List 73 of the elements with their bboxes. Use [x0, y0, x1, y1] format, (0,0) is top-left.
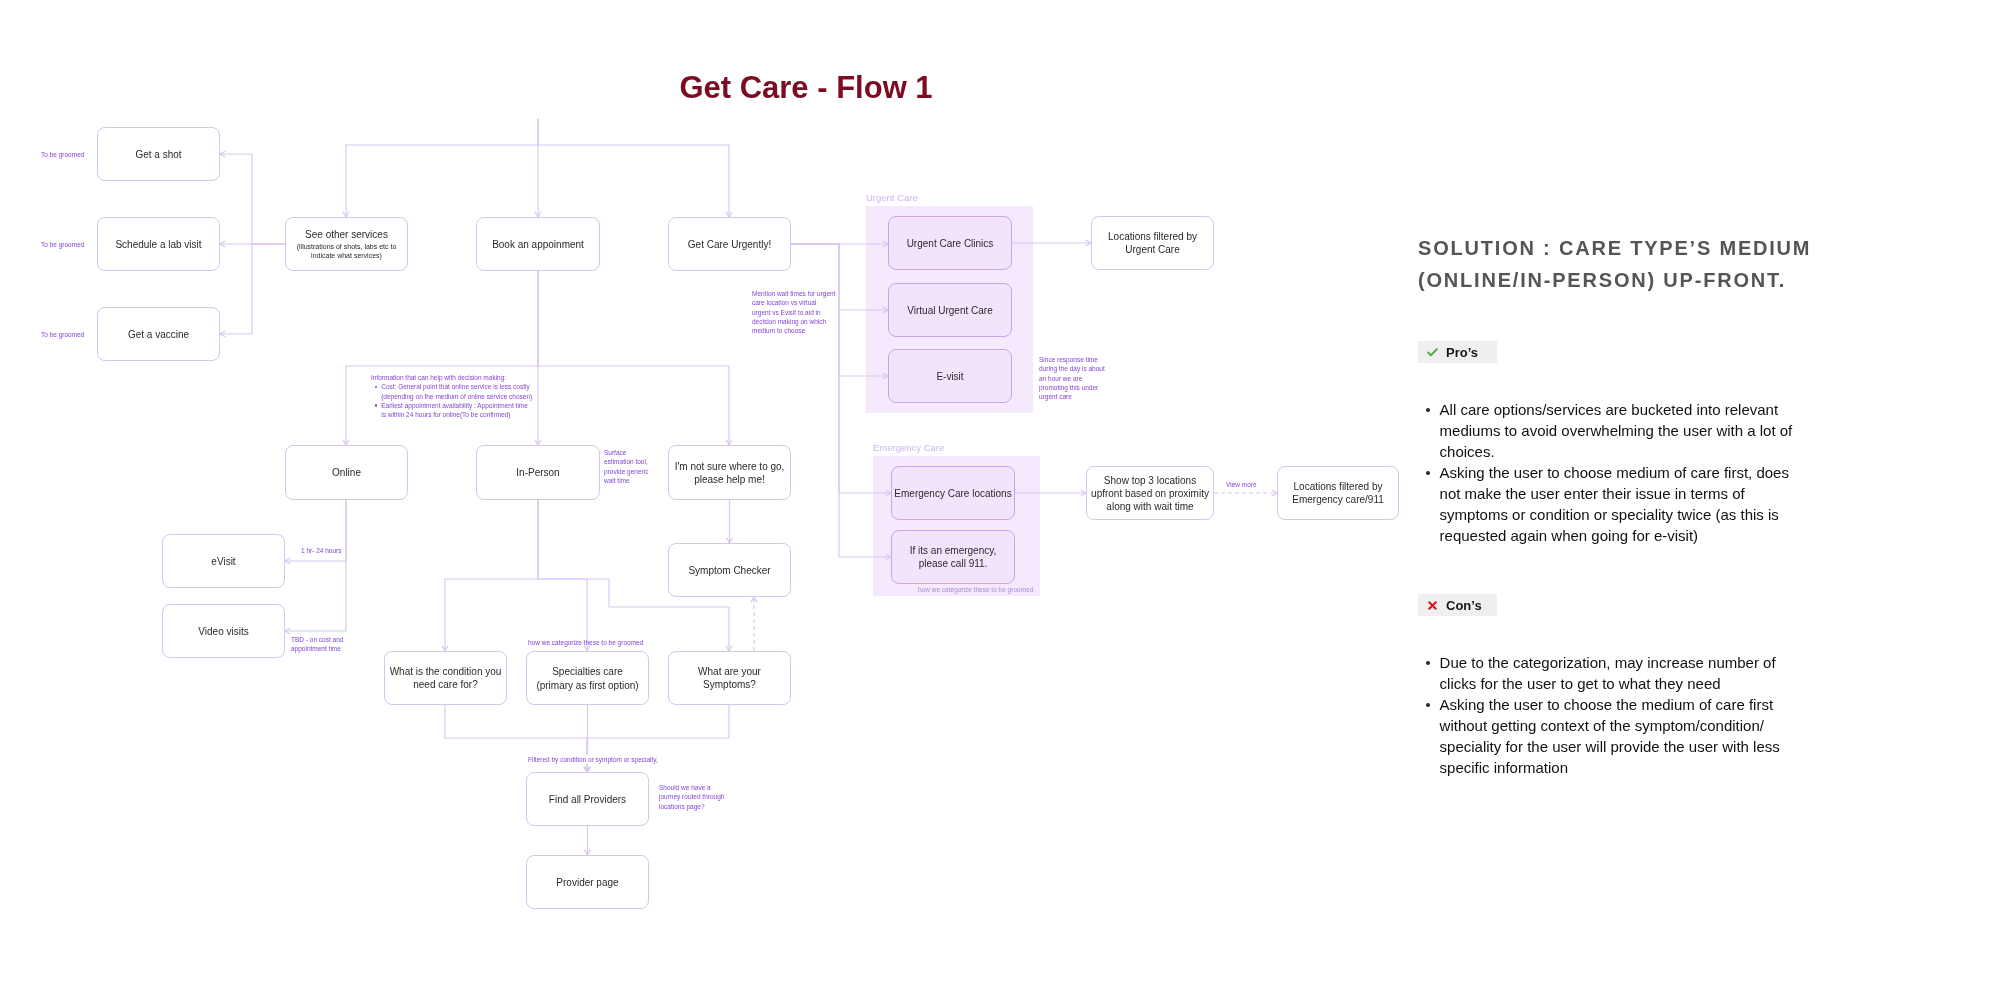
node-label: What is the condition you need care for?	[388, 665, 503, 691]
process-box	[1091, 216, 1214, 270]
node-label: Schedule a lab visit	[115, 237, 202, 251]
arrow	[1011, 239, 1092, 247]
node-label: What are your Symptoms?	[697, 665, 762, 691]
node-label: Get a vaccine	[127, 327, 190, 341]
node-label: eVisit	[211, 554, 236, 568]
process-box	[285, 445, 408, 500]
process-box	[891, 530, 1015, 584]
node-label: Virtual Urgent Care	[907, 303, 993, 317]
process-box	[384, 651, 507, 705]
process-box	[526, 855, 649, 909]
diagram-title: Get Care - Flow 1	[679, 69, 933, 107]
node-label: Find all Providers	[548, 792, 627, 806]
arrow	[284, 499, 347, 635]
arrow	[583, 704, 730, 773]
arrow	[1014, 489, 1087, 497]
process-box	[1086, 466, 1214, 520]
node-label: Symptom Checker	[688, 563, 771, 577]
node-label: Provider page	[556, 875, 619, 889]
node-label: If its an emergency, please call 911.	[908, 544, 998, 570]
process-box	[668, 651, 791, 705]
node-label: Online	[332, 466, 361, 479]
node-label: Specialties care	[552, 664, 623, 678]
section-tag	[1418, 594, 1497, 616]
list-item-text: All care options/services are bucketed into relevant mediums to avoid overwhelming the user with a lot of choices.	[1439, 400, 1794, 462]
tag-label: Con’s	[1446, 597, 1482, 613]
process-box	[97, 217, 220, 271]
dashed-arrow	[750, 596, 758, 652]
node-label: Locations filtered by Urgent Care	[1107, 230, 1198, 256]
process-box	[1277, 466, 1399, 520]
node-label: Locations filtered by Emergency care/911	[1291, 480, 1385, 506]
process-box	[162, 604, 285, 658]
node-label: Emergency Care locations	[894, 486, 1012, 500]
node-label: (primary as first option)	[536, 678, 639, 692]
node-label: Get a shot	[135, 147, 182, 161]
node-label: Show top 3 locations upfront based on proximity along with wait time	[1090, 473, 1210, 513]
process-box	[97, 307, 220, 361]
tag-label: Pro’s	[1446, 344, 1479, 360]
list-item-text: Asking the user to choose the medium of care first without getting context of the symptom/condition/ speciality for the user will provide the user with less specific information	[1439, 695, 1781, 778]
arrow	[583, 825, 592, 856]
process-box	[668, 445, 791, 500]
node-label: See other services	[305, 227, 388, 241]
arrow	[725, 499, 734, 544]
dashed-arrow	[1213, 489, 1278, 497]
node-label: Urgent Care Clinics	[906, 236, 994, 250]
node-label: I'm not sure where to go, please help me!	[673, 459, 786, 486]
process-box	[526, 651, 649, 705]
process-box	[668, 543, 791, 597]
group-heading: Urgent Care	[866, 192, 918, 204]
list-item-text: Due to the categorization, may increase number of clicks for the user to get to what they need	[1439, 653, 1777, 694]
process-box	[162, 534, 285, 588]
node-label: Get Care Urgently!	[687, 237, 772, 251]
list-item-text: Asking the user to choose medium of care first, does not make the user enter their issue in terms of symptoms or condition or speciality twice (as this is requested again when going for e-visit)	[1439, 463, 1790, 546]
arrow	[219, 243, 286, 338]
process-box	[888, 283, 1012, 337]
group-heading: Emergency Care	[873, 442, 945, 454]
solution-heading: SOLUTION : CARE TYPE’S MEDIUM (ONLINE/IN-PERSON) UP-FRONT.	[1418, 236, 1813, 293]
node-label: Book an appoinment	[492, 237, 584, 251]
process-box	[888, 349, 1012, 403]
process-box	[97, 127, 220, 181]
node-label: E-visit	[936, 369, 964, 383]
process-box	[476, 217, 600, 271]
node-label: In-Person	[516, 466, 560, 479]
arrow	[583, 704, 592, 773]
process-box	[526, 772, 649, 826]
section-tag	[1418, 341, 1497, 363]
process-box	[668, 217, 791, 271]
node-label: Video visits	[198, 624, 249, 638]
process-box	[891, 466, 1015, 520]
process-box	[476, 445, 600, 500]
process-box	[888, 216, 1012, 270]
process-box	[285, 217, 408, 271]
